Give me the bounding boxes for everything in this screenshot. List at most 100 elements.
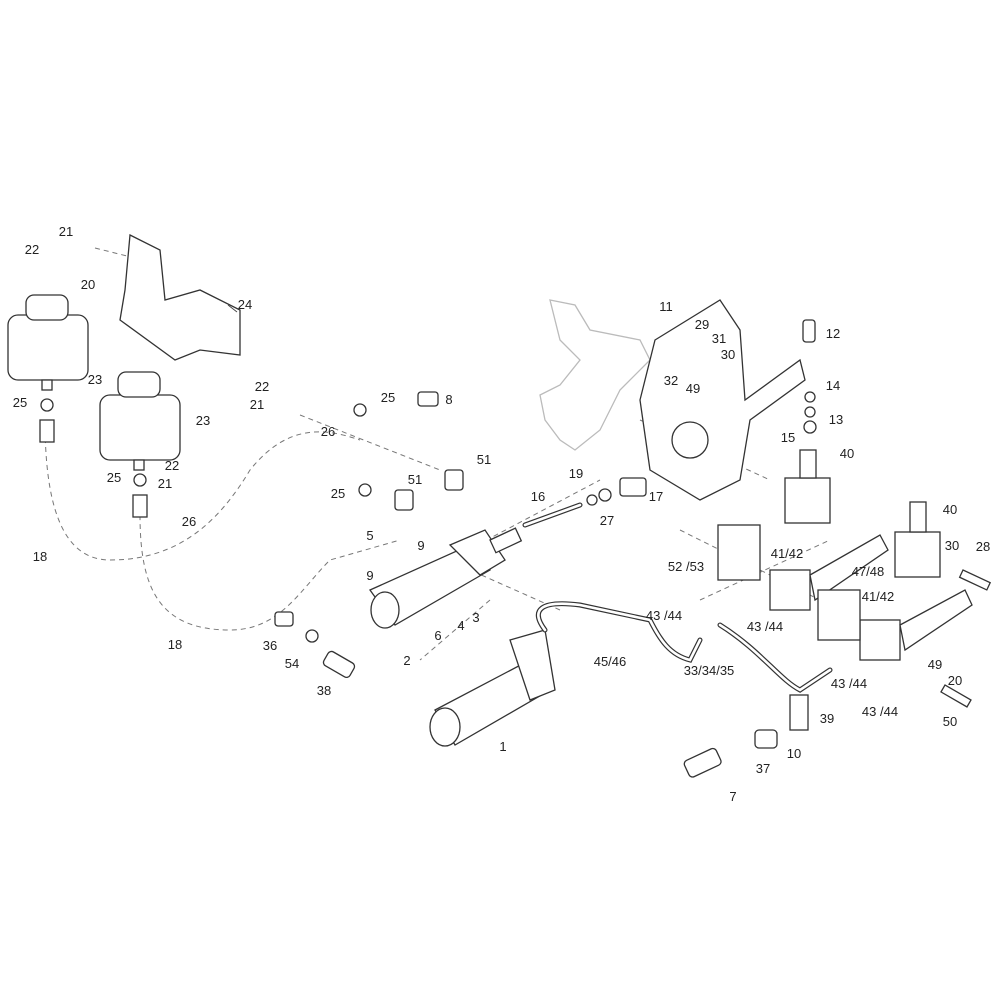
- part-callout-label: 13: [829, 412, 843, 427]
- part-callout-label: 54: [285, 656, 299, 671]
- part-callout-label: 9: [366, 568, 373, 583]
- part-callout-label: 3: [472, 610, 479, 625]
- guide-line: [94, 247, 901, 661]
- valve-40-a: [784, 449, 831, 524]
- elbow-8: [417, 391, 439, 407]
- part-callout-label: 4: [457, 618, 464, 633]
- part-callout-label: 31: [712, 331, 726, 346]
- clamp-25: [353, 403, 367, 417]
- master-cylinder-2: [369, 527, 523, 629]
- plate-52-53: [717, 524, 761, 581]
- part-callout-label: 20: [81, 277, 95, 292]
- part-callout-label: 18: [33, 549, 47, 564]
- master-cylinder-1: [429, 629, 556, 747]
- bracket-11: [639, 299, 806, 501]
- part-callout-label: 21: [59, 224, 73, 239]
- part-callout-label: 8: [445, 392, 452, 407]
- accumulator-41-42-a: [769, 534, 889, 611]
- hose-18-lower: [139, 514, 401, 631]
- clamp-25: [358, 483, 372, 497]
- washer-14: [804, 391, 816, 403]
- hose-18-upper: [44, 419, 361, 561]
- part-callout-label: 22: [255, 379, 269, 394]
- part-callout-label: 22: [165, 458, 179, 473]
- part-callout-label: 40: [840, 446, 854, 461]
- part-callout-label: 33/34/35: [684, 663, 735, 678]
- part-callout-label: 43 /44: [747, 619, 783, 634]
- part-callout-label: 40: [943, 502, 957, 517]
- washer-54: [305, 629, 319, 643]
- part-callout-label: 9: [417, 538, 424, 553]
- part-callout-label: 30: [721, 347, 735, 362]
- part-callout-label: 6: [434, 628, 441, 643]
- elbow-51-a: [444, 469, 464, 491]
- part-callout-label: 12: [826, 326, 840, 341]
- part-callout-label: 38: [317, 683, 331, 698]
- part-callout-label: 17: [649, 489, 663, 504]
- part-callout-label: 36: [263, 638, 277, 653]
- part-callout-label: 43 /44: [646, 608, 682, 623]
- pin-12: [802, 319, 816, 343]
- part-callout-label: 25: [13, 395, 27, 410]
- part-callout-label: 37: [756, 761, 770, 776]
- part-callout-label: 22: [25, 242, 39, 257]
- ghost-pedal: [539, 299, 651, 451]
- part-callout-label: 49: [686, 381, 700, 396]
- part-callout-label: 47/48: [852, 564, 885, 579]
- washer-19: [586, 494, 598, 506]
- part-callout-label: 51: [477, 452, 491, 467]
- part-callout-label: 41/42: [862, 589, 895, 604]
- part-callout-label: 23: [196, 413, 210, 428]
- fitting-7: [683, 747, 722, 778]
- washer-13: [804, 406, 816, 418]
- plate-47-48: [817, 589, 861, 641]
- part-callout-label: 2: [403, 653, 410, 668]
- part-callout-label: 25: [107, 470, 121, 485]
- part-callout-label: 5: [366, 528, 373, 543]
- part-callout-label: 50: [943, 714, 957, 729]
- fitting-10: [754, 729, 778, 749]
- part-callout-label: 1: [499, 739, 506, 754]
- part-callout-label: 41/42: [771, 546, 804, 561]
- fitting-36: [274, 611, 294, 627]
- bolt-50: [940, 684, 972, 708]
- reservoir-23-left: [7, 294, 89, 443]
- part-callout-label: 43 /44: [862, 704, 898, 719]
- bracket-bore: [671, 421, 709, 459]
- part-callout-label: 19: [569, 466, 583, 481]
- part-callout-label: 18: [168, 637, 182, 652]
- part-callout-label: 21: [158, 476, 172, 491]
- part-callout-label: 10: [787, 746, 801, 761]
- part-callout-label: 26: [321, 424, 335, 439]
- part-callout-label: 39: [820, 711, 834, 726]
- nut-15: [803, 420, 817, 434]
- part-callout-label: 26: [182, 514, 196, 529]
- part-callout-label: 25: [381, 390, 395, 405]
- part-callout-label: 45/46: [594, 654, 627, 669]
- reservoir-23-right: [99, 371, 181, 518]
- part-callout-label: 7: [729, 789, 736, 804]
- valve-40-b: [894, 501, 941, 578]
- tee-39: [789, 694, 809, 731]
- part-callout-label: 32: [664, 373, 678, 388]
- elbow-51-b: [394, 489, 414, 511]
- part-callout-label: 11: [659, 299, 673, 314]
- fitting-38: [322, 650, 356, 679]
- part-callout-label: 24: [238, 297, 252, 312]
- part-callout-label: 20: [948, 673, 962, 688]
- part-callout-label: 51: [408, 472, 422, 487]
- part-callout-label: 49: [928, 657, 942, 672]
- clamp-25: [133, 473, 147, 487]
- part-callout-label: 27: [600, 513, 614, 528]
- part-callout-label: 52 /53: [668, 559, 704, 574]
- part-callout-label: 15: [781, 430, 795, 445]
- part-callout-label: 28: [976, 539, 990, 554]
- bracket-24: [119, 233, 241, 361]
- nut-27: [598, 488, 612, 502]
- part-callout-label: 30: [945, 538, 959, 553]
- part-callout-label: 14: [826, 378, 840, 393]
- part-callout-label: 29: [695, 317, 709, 332]
- part-callout-label: 25: [331, 486, 345, 501]
